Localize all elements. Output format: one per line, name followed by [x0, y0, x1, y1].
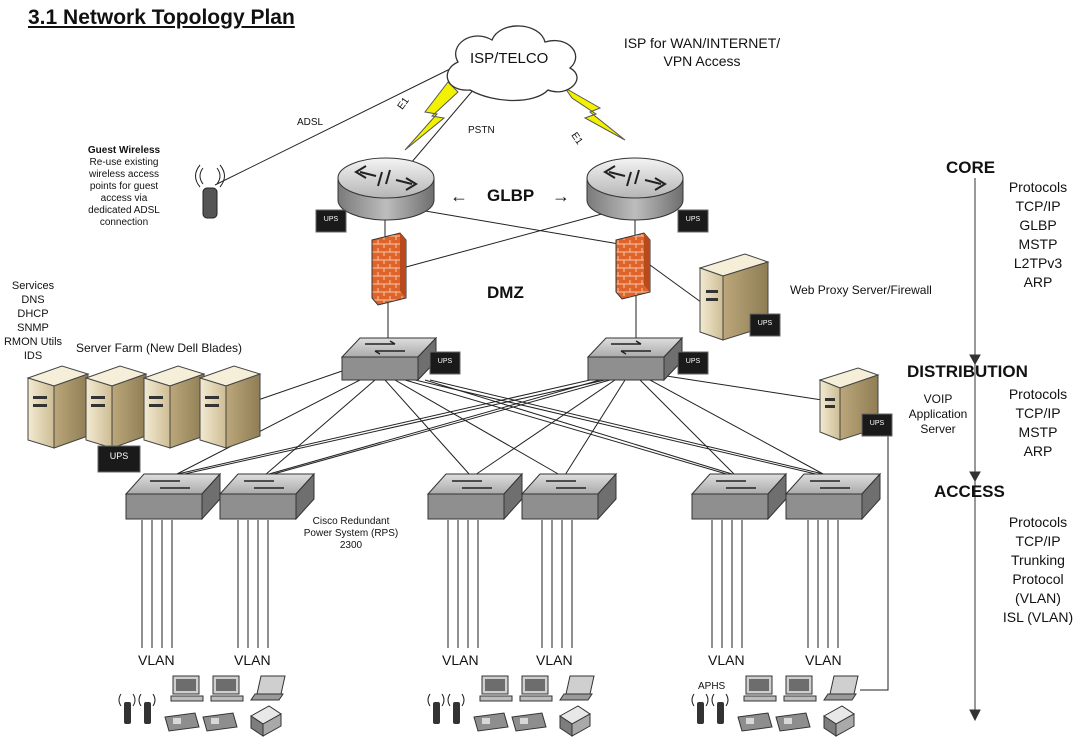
server-farm-label: Server Farm (New Dell Blades) — [76, 341, 243, 355]
page-title: 3.1 Network Topology Plan — [28, 6, 295, 29]
firewall-left-icon — [371, 232, 407, 306]
laptop-icon — [829, 675, 859, 695]
access-switch-4-icon — [520, 472, 618, 521]
layer-core-title: CORE — [946, 158, 996, 177]
wireless-antenna-icon — [144, 702, 151, 724]
ups-label: UPS — [324, 216, 339, 223]
core-router-left-icon — [337, 157, 435, 221]
laptop-icon — [565, 675, 595, 695]
ip-phone-icon — [202, 712, 238, 732]
wireless-antenna-icon — [124, 702, 131, 724]
e1-left-lightning-icon — [404, 81, 459, 151]
access-switch-2-icon — [218, 472, 316, 521]
wireless-signal-icon — [118, 693, 136, 707]
access-switch-5-icon — [690, 472, 788, 521]
guest-wireless-ap-icon — [195, 164, 225, 219]
vlan-label: VLAN — [536, 652, 573, 668]
aphs-label: APHS — [698, 681, 726, 692]
wireless-antenna-icon — [453, 702, 460, 724]
wireless-antenna-icon — [433, 702, 440, 724]
ip-phone-icon — [775, 712, 811, 732]
link-adsl-label: ADSL — [297, 117, 324, 128]
ip-phone-icon — [473, 712, 509, 732]
firewall-right-icon — [615, 232, 651, 300]
glbp-arrow-left: ← — [450, 186, 468, 206]
ups-label: UPS — [758, 320, 773, 327]
access-switch-6-icon — [784, 472, 882, 521]
wireless-signal-icon — [138, 693, 156, 707]
wireless-signal-icon — [427, 693, 445, 707]
dmz-label: DMZ — [487, 283, 524, 302]
wireless-antenna-icon — [717, 702, 724, 724]
core-router-right-icon — [586, 157, 684, 221]
wireless-antenna-icon — [697, 702, 704, 724]
wireless-signal-icon — [447, 693, 465, 707]
connection-lines — [141, 67, 889, 691]
laptop-icon — [256, 675, 286, 695]
layer-distribution-title: DISTRIBUTION — [907, 362, 1028, 381]
wireless-signal-icon — [711, 693, 729, 707]
ups-icon — [97, 209, 893, 473]
endpoint-devices — [118, 675, 859, 737]
ups-label: UPS — [110, 451, 129, 461]
isp-cloud-icon — [446, 25, 578, 102]
layer-access-title: ACCESS — [934, 482, 1005, 501]
web-proxy-label: Web Proxy Server/Firewall — [790, 283, 932, 297]
ups-label: UPS — [870, 420, 885, 427]
isp-cloud-label: ISP/TELCO — [470, 50, 549, 67]
server-farm-icon — [26, 365, 262, 449]
vlan-label: VLAN — [138, 652, 175, 668]
glbp-label: GLBP — [487, 186, 535, 205]
link-pstn-label: PSTN — [468, 125, 495, 136]
e1-right-lightning-icon — [564, 87, 626, 141]
distribution-switch-right-icon — [586, 336, 684, 382]
layer-direction-arrow-icon — [969, 178, 981, 722]
ip-phone-icon — [164, 712, 200, 732]
access-switch-1-icon — [124, 472, 222, 521]
vlan-label: VLAN — [708, 652, 745, 668]
isp-note: ISP for WAN/INTERNET/VPN Access — [623, 35, 781, 69]
vlan-label: VLAN — [234, 652, 271, 668]
ip-phone-icon — [737, 712, 773, 732]
glbp-arrow-right: → — [552, 186, 570, 206]
ups-label: UPS — [438, 358, 453, 365]
distribution-switch-left-icon — [340, 336, 438, 382]
access-switch-3-icon — [426, 472, 524, 521]
vlan-label: VLAN — [805, 652, 842, 668]
ip-phone-icon — [511, 712, 547, 732]
vlan-label: VLAN — [442, 652, 479, 668]
ups-label: UPS — [686, 358, 701, 365]
ups-label: UPS — [686, 216, 701, 223]
wireless-signal-icon — [691, 693, 709, 707]
